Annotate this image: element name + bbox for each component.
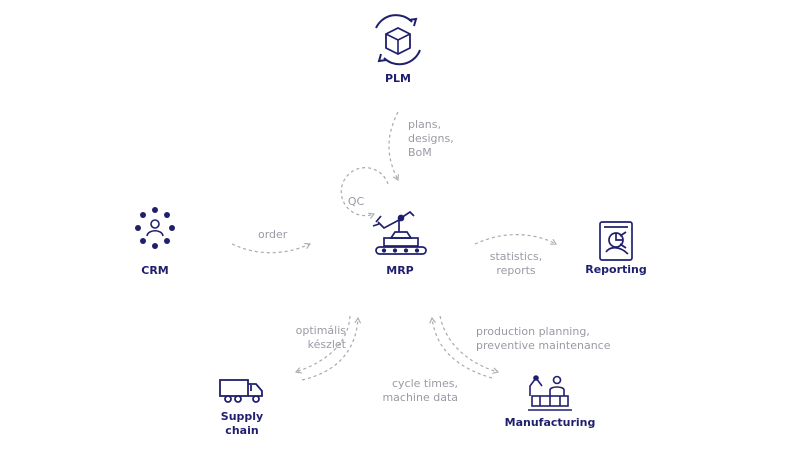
edge-mrp-manufacturing: [439, 315, 500, 374]
edge-manufacturing-mrp-line-2: machine data: [382, 391, 458, 404]
edge-plm-mrp: [388, 111, 399, 181]
factory-workers-icon: [528, 375, 572, 411]
qc-label: QC: [348, 195, 365, 208]
qc-loop: [340, 167, 389, 219]
edge-mrp-reporting: [474, 234, 557, 245]
edge-supply-mrp: [301, 316, 362, 381]
edge-plm-mrp-line-1: plans,: [408, 118, 441, 131]
supply-chain-label-line-2: chain: [225, 424, 259, 437]
edge-mrp-manufacturing-line-1: production planning,: [476, 325, 590, 338]
edge-mrp-reporting-label: statistics, reports: [478, 250, 554, 278]
edge-mrp-supply-label: optimális készlet: [250, 324, 346, 352]
node-crm-label: CRM: [141, 264, 169, 277]
edge-mrp-reporting-line-2: reports: [496, 264, 536, 277]
edge-manufacturing-mrp-line-1: cycle times,: [391, 377, 458, 390]
tablet-chart-icon: [599, 221, 633, 261]
truck-icon: [219, 379, 263, 403]
edge-mrp-supply: [294, 315, 351, 374]
robot-arm-conveyor-icon: [372, 210, 427, 255]
node-manufacturing-label: Manufacturing: [504, 416, 596, 429]
edge-crm-mrp-label: order: [258, 228, 288, 241]
edge-mrp-manufacturing-label: production planning, preventive maintena…: [476, 325, 611, 353]
edge-crm-mrp: [231, 242, 311, 254]
edge-plm-mrp-line-2: designs,: [408, 132, 454, 145]
node-reporting-label: Reporting: [585, 263, 647, 276]
edge-mrp-reporting-line-1: statistics,: [489, 250, 543, 263]
supply-chain-label-line-1: Supply: [220, 410, 264, 423]
edge-plm-mrp-label: plans, designs, BoM: [408, 118, 454, 160]
node-plm-label: PLM: [384, 72, 412, 85]
edge-plm-mrp-line-3: BoM: [408, 146, 432, 159]
edge-mrp-supply-line-1: optimális: [295, 324, 346, 337]
box-cycle-icon: [375, 14, 421, 66]
node-supply-chain-label: Supply chain: [212, 410, 272, 438]
edge-mrp-manufacturing-line-2: preventive maintenance: [476, 339, 611, 352]
edge-manufacturing-mrp-label: cycle times, machine data: [360, 377, 458, 405]
node-mrp-label: MRP: [386, 264, 414, 277]
edge-mrp-supply-line-2: készlet: [307, 338, 346, 351]
people-network-icon: [135, 207, 175, 249]
